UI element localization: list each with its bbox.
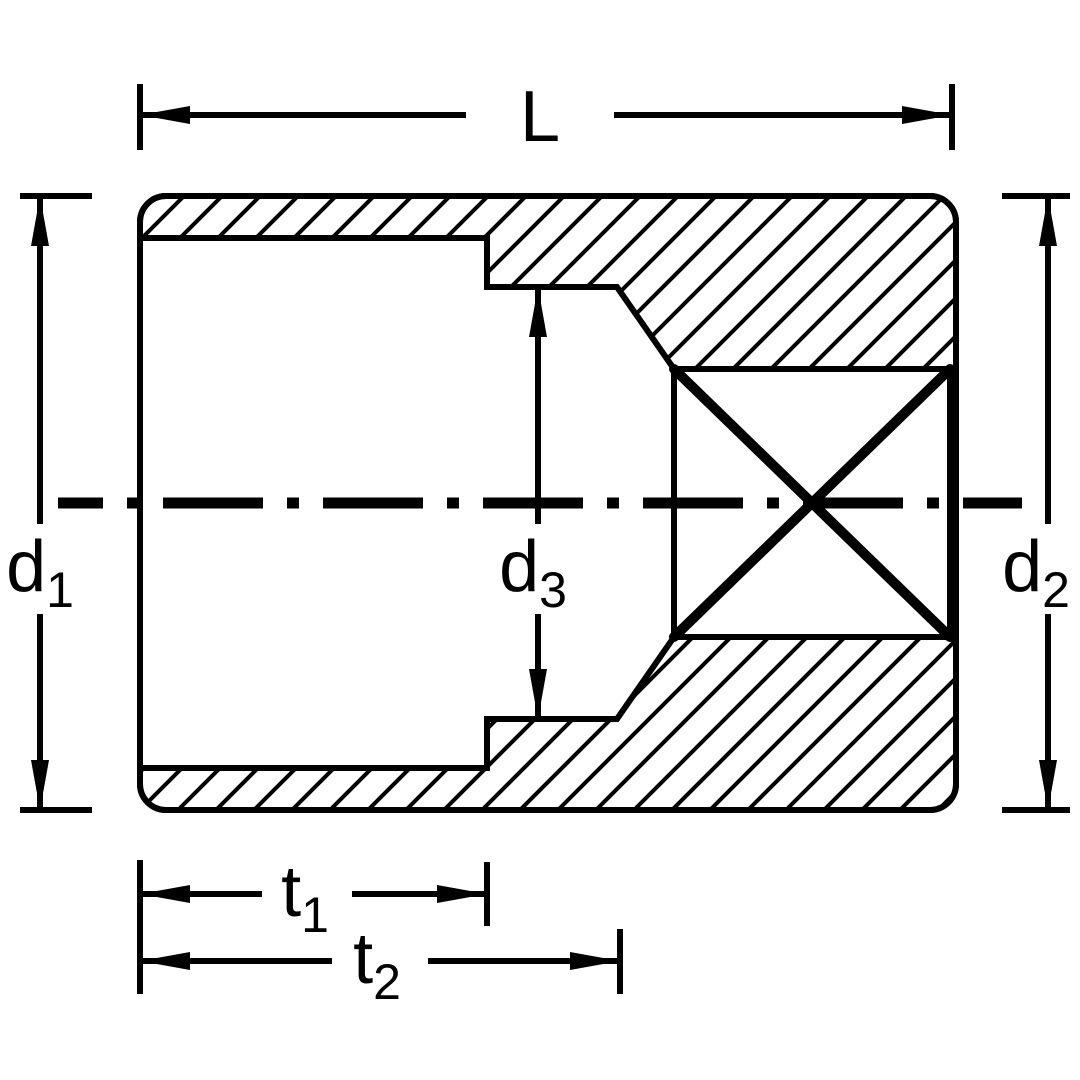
lower-wall-section	[137, 634, 959, 813]
arrow-down	[529, 669, 547, 719]
label-t2: t2	[353, 919, 401, 1010]
arrow-right	[570, 952, 620, 970]
arrow-left	[140, 106, 190, 124]
arrow-up	[1039, 196, 1057, 246]
body-outline	[137, 193, 959, 813]
arrow-left	[140, 885, 190, 903]
dimension-L: L	[137, 77, 955, 157]
label-d1: d1	[6, 527, 74, 618]
label-d3: d3	[499, 527, 567, 618]
dimension-d1: d1	[6, 193, 92, 813]
arrow-down	[1039, 760, 1057, 810]
arrow-right	[437, 885, 487, 903]
dimension-t1: t1	[137, 852, 490, 994]
label-L: L	[520, 77, 560, 157]
arrow-up	[31, 196, 49, 246]
arrow-down	[31, 760, 49, 810]
arrow-left	[140, 952, 190, 970]
arrow-right	[902, 106, 952, 124]
dimension-d2: d2	[1002, 193, 1070, 813]
label-d2: d2	[1002, 527, 1070, 618]
dimension-d3: d3	[499, 287, 567, 719]
dimension-t2: t2	[140, 919, 623, 1010]
upper-wall-section	[137, 193, 959, 372]
arrow-up	[529, 287, 547, 337]
label-t1: t1	[281, 852, 329, 943]
